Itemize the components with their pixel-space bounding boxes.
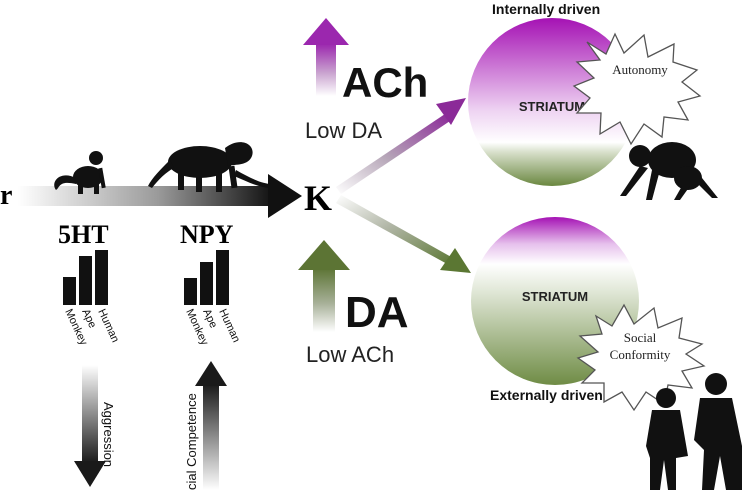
social-competence-arrow (195, 361, 227, 490)
da-increase-arrow (298, 240, 350, 332)
externally-driven-label: Externally driven (490, 387, 603, 403)
npy-bar-monkey (184, 278, 197, 305)
npy-label: NPY (180, 220, 234, 249)
social-conformity-burst (576, 303, 706, 412)
human-pair-silhouette-icon (646, 373, 742, 490)
social-competence-label: cial Competence (184, 393, 199, 490)
conformity-label: Conformity (610, 347, 671, 362)
5ht-bar-ape (79, 256, 92, 305)
aggression-arrow (74, 365, 106, 487)
striatum-top-label: STRIATUM (519, 99, 585, 114)
low-da-label: Low DA (305, 118, 382, 143)
left-edge-label: r (0, 180, 12, 211)
baboon-silhouette-icon (148, 142, 272, 192)
striatum-bottom-label: STRIATUM (522, 289, 588, 304)
npy-bar-human (216, 250, 229, 305)
hub-label: K (304, 178, 332, 218)
5ht-tick-human: Human (95, 307, 121, 344)
5ht-bar-chart (63, 250, 108, 305)
ach-label: ACh (342, 59, 428, 106)
aggression-label: Aggression (101, 402, 116, 467)
npy-bar-ape (200, 262, 213, 305)
bottom-branch-arrow (336, 195, 471, 273)
ach-increase-arrow (303, 18, 349, 96)
autonomy-burst (572, 32, 702, 146)
5ht-bar-human (95, 250, 108, 305)
da-label: DA (345, 288, 409, 337)
monkey-silhouette-icon (54, 151, 106, 194)
5ht-bar-monkey (63, 277, 76, 305)
internally-driven-label: Internally driven (492, 1, 600, 17)
chimpanzee-silhouette-icon (620, 142, 718, 200)
npy-tick-human: Human (216, 307, 242, 344)
autonomy-label: Autonomy (612, 62, 668, 77)
5ht-label: 5HT (58, 220, 109, 249)
top-branch-arrow (336, 98, 466, 194)
npy-bar-chart (184, 250, 229, 305)
low-ach-label: Low ACh (306, 342, 394, 367)
social-label: Social (624, 330, 657, 345)
